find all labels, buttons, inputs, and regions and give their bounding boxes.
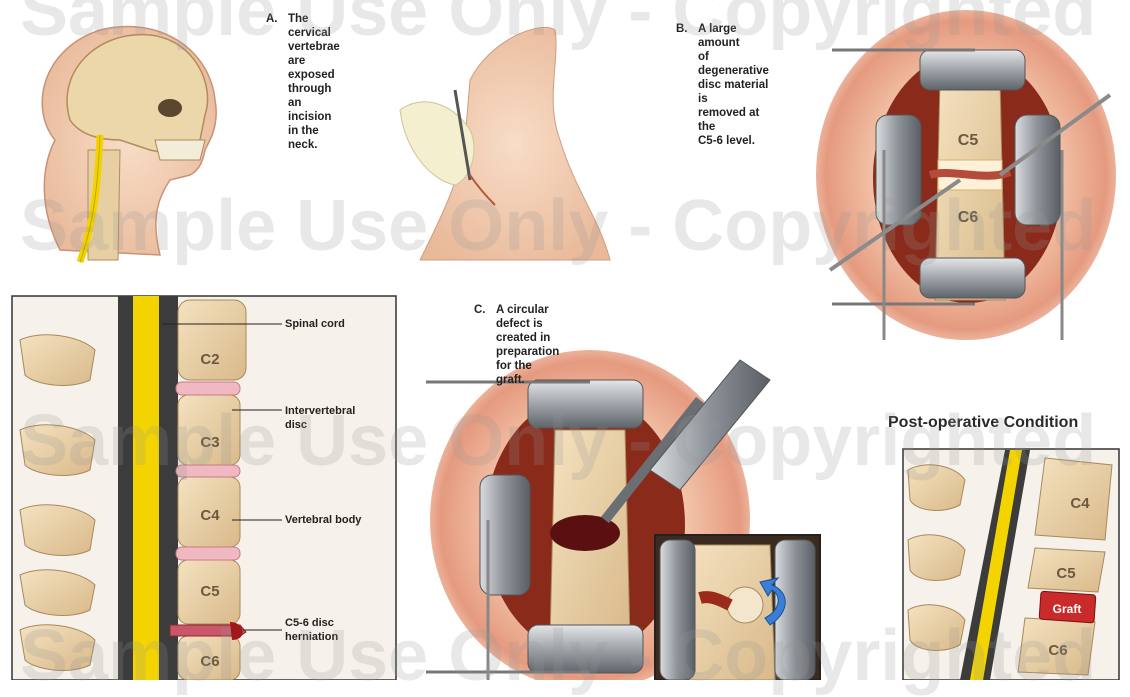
surgical-field-c: [426, 350, 820, 680]
caption-step-a-text: The cervical vertebrae are exposed throu…: [288, 12, 340, 152]
caption-step-c-tag: C.: [474, 303, 486, 317]
caption-step-a-tag: A.: [266, 12, 278, 26]
vertebra-label-c3: C3: [200, 434, 219, 451]
vertebra-label-c5-post: C5: [1056, 565, 1075, 582]
label-vertebral-body: Vertebral body: [285, 513, 361, 527]
vertebra-label-c4-post: C4: [1070, 495, 1090, 512]
graft-label: Graft: [1053, 602, 1082, 616]
vertebra-label-c5: C5: [200, 583, 219, 600]
surgical-field-b: C5 C6: [816, 10, 1116, 340]
label-spinal-cord: Spinal cord: [285, 317, 345, 331]
label-intervertebral-disc: Intervertebral disc: [285, 404, 355, 432]
vertebra-label-c4: C4: [200, 507, 220, 524]
label-disc-herniation: C5-6 disc herniation: [285, 616, 338, 644]
vertebra-label-c5-b: C5: [958, 132, 979, 149]
caption-step-b-text: A large amount of degenerative disc mate…: [698, 22, 769, 148]
neck-incision-illustration: [400, 27, 610, 260]
caption-step-c-text: A circular defect is created in preparat…: [496, 303, 559, 387]
illustration-canvas: C5 C6 C2 C3 C4 C5 C6: [0, 0, 1130, 680]
post-operative-spine: C4 C5 Graft C6: [903, 449, 1119, 680]
spine-sagittal-section: C2 C3 C4 C5 C6: [12, 296, 396, 680]
vertebra-label-c6: C6: [200, 653, 219, 670]
vertebra-label-c6-post: C6: [1048, 642, 1067, 659]
caption-step-b-tag: B.: [676, 22, 688, 36]
post-operative-title: Post-operative Condition: [888, 414, 1078, 432]
vertebra-label-c6-b: C6: [958, 209, 979, 226]
head-skull-illustration: [42, 26, 216, 262]
vertebra-label-c2: C2: [200, 351, 219, 368]
